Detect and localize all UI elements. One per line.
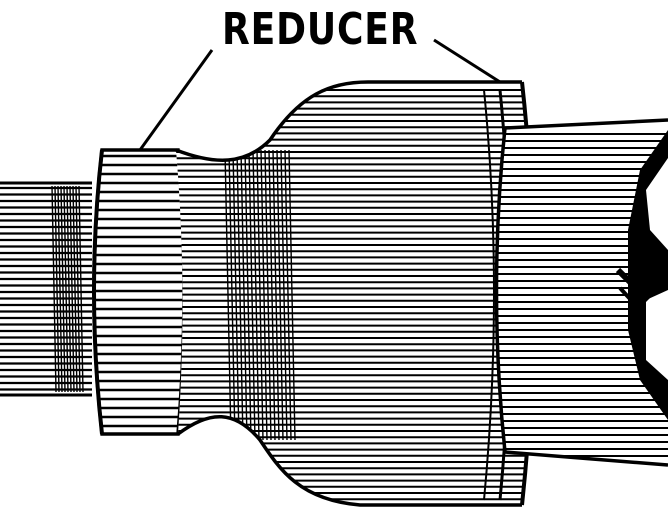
left-pipe-shading	[0, 185, 92, 393]
reducer-body-shading	[176, 89, 534, 501]
reducer-neck-shading	[224, 149, 296, 441]
reducer-body	[175, 80, 534, 507]
reducer-label: REDUCER	[222, 4, 419, 55]
left-collar	[92, 148, 186, 436]
left-pipe	[0, 181, 92, 397]
leader-lines	[138, 38, 501, 151]
hex-fitting	[615, 130, 668, 420]
left-collar-shading	[94, 154, 184, 428]
